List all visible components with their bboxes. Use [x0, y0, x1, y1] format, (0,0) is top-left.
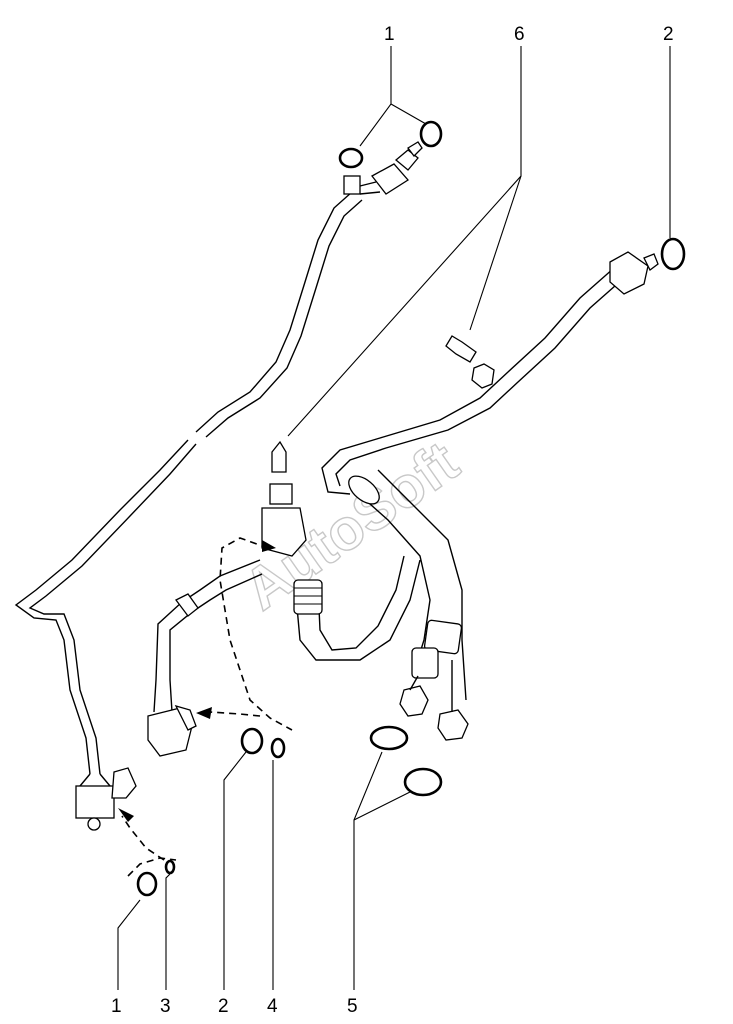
pipe-end-port — [87, 817, 101, 831]
o-ring-lower-b — [403, 767, 443, 797]
right-pipe-end-nut — [609, 251, 649, 295]
o-ring-lower-a — [369, 725, 409, 751]
left-pipe-top-fittings — [343, 141, 423, 195]
callout-bottom-4: 4 — [267, 996, 278, 1017]
callout-bottom-2: 2 — [218, 996, 229, 1017]
service-valves — [269, 335, 495, 505]
hose-crimp-left — [293, 579, 323, 615]
routing-arrows — [118, 537, 293, 877]
o-ring-top-left — [338, 147, 364, 169]
hose-end-right — [437, 709, 469, 741]
o-ring-mid-a — [240, 727, 264, 755]
o-ring-bottom-b — [164, 859, 176, 875]
hose-crimp-top — [348, 475, 380, 505]
callout-bottom-1: 1 — [111, 996, 122, 1017]
o-rings — [136, 120, 686, 897]
o-ring-bottom-a — [136, 871, 158, 897]
o-ring-mid-b — [270, 737, 286, 759]
central-hose-assembly — [147, 469, 469, 757]
hose-crimp-right — [423, 619, 463, 655]
callout-top-2: 2 — [663, 24, 674, 45]
o-ring-right — [660, 237, 686, 271]
hose-end-left — [399, 685, 429, 717]
pipe-end-block — [75, 785, 115, 819]
callout-labels: 1 6 2 1 3 2 4 5 — [111, 24, 674, 1017]
o-ring-top-right — [419, 120, 443, 148]
leader-lines — [117, 46, 671, 990]
callout-top-1: 1 — [384, 24, 395, 45]
left-refrigerant-pipe — [14, 191, 363, 831]
callout-top-6: 6 — [514, 24, 525, 45]
right-upper-pipe — [321, 251, 659, 495]
callout-bottom-5: 5 — [347, 996, 358, 1017]
callout-bottom-3: 3 — [160, 996, 171, 1017]
